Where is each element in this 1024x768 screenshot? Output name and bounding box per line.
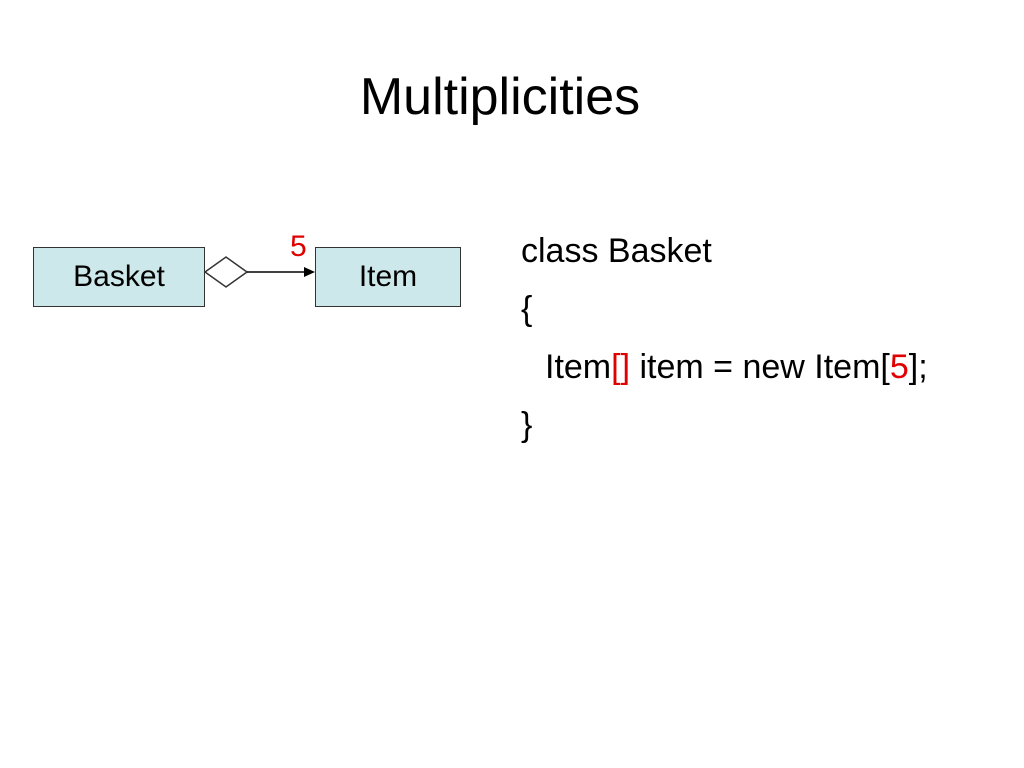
- class-box-basket: Basket: [33, 247, 205, 307]
- class-box-item: Item: [315, 247, 461, 307]
- arrowhead: [304, 267, 315, 277]
- code-statement-end: ];: [908, 348, 928, 386]
- code-array-brackets: []: [611, 348, 631, 386]
- code-array-size: 5: [889, 348, 909, 386]
- code-line-class-declaration: class Basket: [521, 232, 712, 270]
- code-field-init: item = new Item[: [630, 348, 890, 386]
- class-name-basket: Basket: [73, 260, 165, 293]
- aggregation-diamond: [203, 256, 249, 288]
- code-line-open-brace: {: [521, 290, 533, 328]
- code-block: class Basket { Item[] item = new Item[5]…: [521, 222, 928, 454]
- class-name-item: Item: [358, 260, 418, 293]
- multiplicity-label: 5: [290, 230, 307, 263]
- code-type-name: Item: [545, 348, 612, 386]
- slide-title: Multiplicities: [359, 68, 641, 126]
- code-line-field: Item[] item = new Item[5];: [521, 338, 928, 396]
- code-line-close-brace: }: [521, 406, 533, 444]
